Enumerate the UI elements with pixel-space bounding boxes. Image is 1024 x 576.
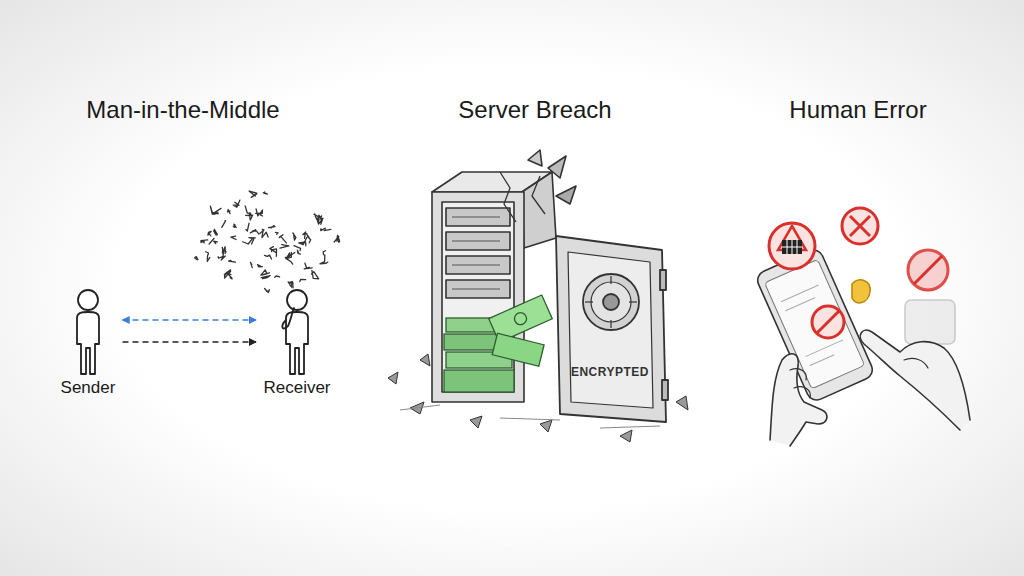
- person-icon: [63, 286, 113, 378]
- scrambled-glyph: [275, 232, 278, 234]
- scrambled-glyph: [246, 223, 249, 231]
- figure-label: Receiver: [259, 378, 335, 398]
- scrambled-glyph: [315, 213, 324, 222]
- section-heading: Human Error: [789, 96, 926, 125]
- scrambled-glyph: [233, 224, 237, 228]
- scrambled-glyph: [212, 229, 219, 235]
- scrambled-glyph: [201, 240, 208, 244]
- scrambled-glyph: [244, 206, 253, 214]
- scrambled-glyph: [322, 251, 326, 255]
- scrambled-glyph: [226, 272, 233, 278]
- scrambled-glyph: [222, 250, 226, 252]
- figure-label: Sender: [57, 378, 120, 398]
- section-heading: Man-in-the-Middle: [86, 96, 279, 125]
- safe-label: ENCRYPTED: [571, 365, 649, 379]
- scrambled-glyph: [194, 256, 198, 259]
- scrambled-glyph: [223, 270, 233, 278]
- scrambled-glyph: [264, 288, 269, 292]
- scrambled-glyph: [214, 240, 218, 243]
- scrambled-glyph: [209, 238, 214, 244]
- scrambled-glyph: [314, 214, 322, 220]
- scrambled-glyph: [250, 229, 259, 234]
- scrambled-glyph: [261, 230, 268, 238]
- person-icon: [272, 286, 322, 378]
- scrambled-glyph: [269, 225, 276, 229]
- scrambled-glyph: [227, 209, 230, 213]
- scrambled-glyph: [218, 255, 226, 261]
- scrambled-glyph: [275, 276, 280, 279]
- scrambled-glyph: [264, 253, 271, 261]
- scrambled-glyph: [286, 253, 293, 259]
- scrambled-glyph: [250, 262, 253, 268]
- scrambled-glyph: [318, 255, 329, 266]
- scrambled-glyph: [288, 281, 293, 288]
- scrambled-glyph: [320, 227, 325, 231]
- scrambled-glyph: [297, 250, 300, 254]
- scrambled-glyph: [300, 279, 306, 282]
- scrambled-glyph: [269, 246, 277, 253]
- cash-stack: [444, 295, 552, 392]
- message-arrow: [123, 341, 257, 343]
- scrambled-glyph: [263, 192, 268, 195]
- scrambled-glyph: [288, 281, 294, 288]
- phone-hands: [755, 247, 970, 446]
- scrambled-glyph: [261, 274, 270, 280]
- section-heading: Server Breach: [458, 96, 611, 125]
- scrambled-glyph: [233, 200, 240, 207]
- person-figure: Receiver: [259, 286, 335, 398]
- scrambled-glyph: [208, 231, 213, 236]
- scrambled-data: [194, 191, 340, 293]
- scrambled-glyph: [213, 208, 221, 214]
- warning-icons: [769, 208, 948, 338]
- scrambled-glyph: [299, 235, 309, 246]
- debris: [388, 354, 688, 442]
- scrambled-glyph: [248, 235, 257, 244]
- scrambled-glyph: [293, 233, 296, 241]
- scrambled-glyph: [231, 236, 236, 240]
- server-rack: [432, 150, 576, 402]
- scrambled-glyph: [308, 236, 311, 243]
- scrambled-glyph: [221, 221, 226, 228]
- scrambled-glyph: [229, 260, 236, 262]
- scrambled-glyph: [248, 191, 257, 198]
- message-arrow: [123, 319, 257, 321]
- person-figure: Sender: [57, 286, 120, 398]
- scrambled-glyph: [311, 270, 319, 278]
- scrambled-glyph: [304, 263, 313, 271]
- safe-door: [556, 236, 668, 422]
- scrambled-glyph: [220, 247, 229, 257]
- scrambled-glyph: [254, 207, 263, 216]
- scrambled-glyph: [257, 265, 262, 268]
- scrambled-glyph: [280, 244, 289, 249]
- scrambled-glyph: [203, 252, 212, 262]
- scrambled-glyph: [337, 235, 341, 241]
- scrambled-glyph: [278, 234, 288, 243]
